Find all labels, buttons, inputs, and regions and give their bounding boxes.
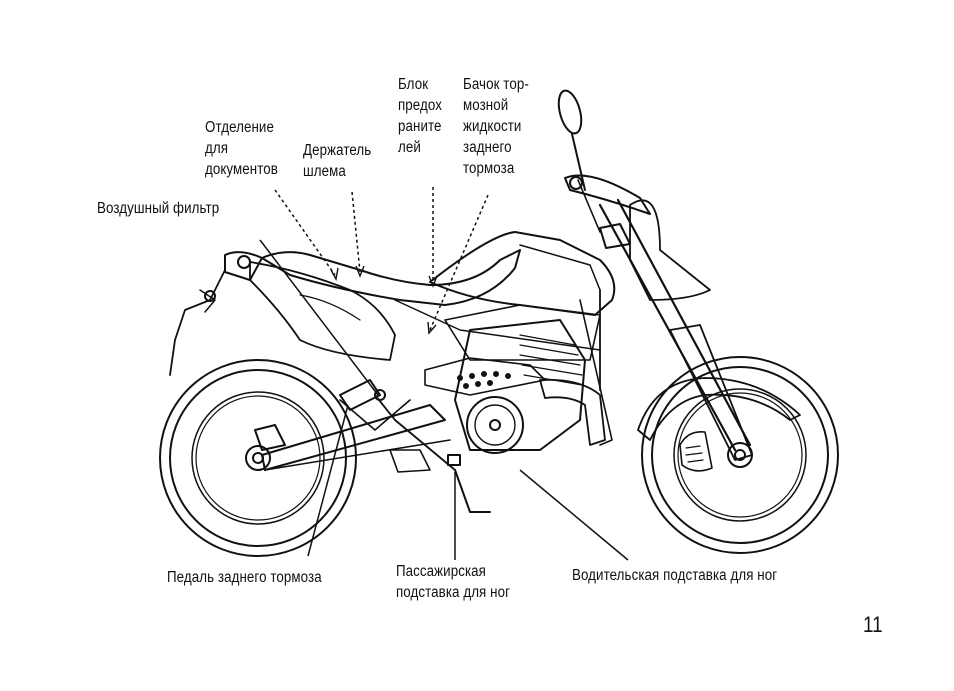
label-fuse-block: Блок предох раните лей bbox=[398, 76, 442, 156]
leader-arrow-fuse bbox=[428, 275, 438, 288]
label-rear-brake-pedal: Педаль заднего тормоза bbox=[167, 569, 322, 586]
front-fork bbox=[598, 198, 753, 461]
front-fender bbox=[637, 377, 801, 441]
leader-arrow-brake-fluid bbox=[427, 321, 437, 335]
leader-brake-fluid bbox=[429, 194, 489, 331]
rear-brake bbox=[254, 379, 386, 451]
side-stand bbox=[389, 449, 491, 513]
fuel-tank bbox=[429, 231, 616, 361]
label-document-compartment: Отделение для документов bbox=[205, 119, 278, 178]
leader-document bbox=[274, 189, 336, 276]
leader-brake-pedal bbox=[307, 404, 349, 557]
leader-arrow-helmet bbox=[355, 265, 365, 278]
label-passenger-footpeg: Пассажирская подставка для ног bbox=[396, 563, 511, 601]
page-number: 11 bbox=[863, 612, 883, 637]
leader-rider-peg bbox=[519, 469, 629, 561]
rear-wheel bbox=[159, 359, 357, 557]
front-cowl bbox=[629, 199, 711, 301]
tail bbox=[169, 251, 263, 376]
label-air-filter: Воздушный фильтр bbox=[97, 200, 220, 217]
exhaust bbox=[539, 378, 606, 446]
leader-air-filter bbox=[259, 239, 379, 396]
side-cover bbox=[249, 261, 396, 361]
label-rider-footpeg: Водительская подставка для ног bbox=[572, 567, 778, 584]
seat bbox=[261, 249, 521, 306]
label-brake-fluid-reservoir: Бачок тор- мозной жидкости заднего тормо… bbox=[463, 76, 529, 177]
frame bbox=[261, 289, 613, 471]
leader-helmet bbox=[351, 191, 361, 273]
leader-arrow-document bbox=[330, 267, 339, 282]
label-helmet-holder: Держатель шлема bbox=[303, 142, 372, 180]
engine bbox=[424, 319, 586, 454]
handlebar bbox=[557, 89, 651, 233]
